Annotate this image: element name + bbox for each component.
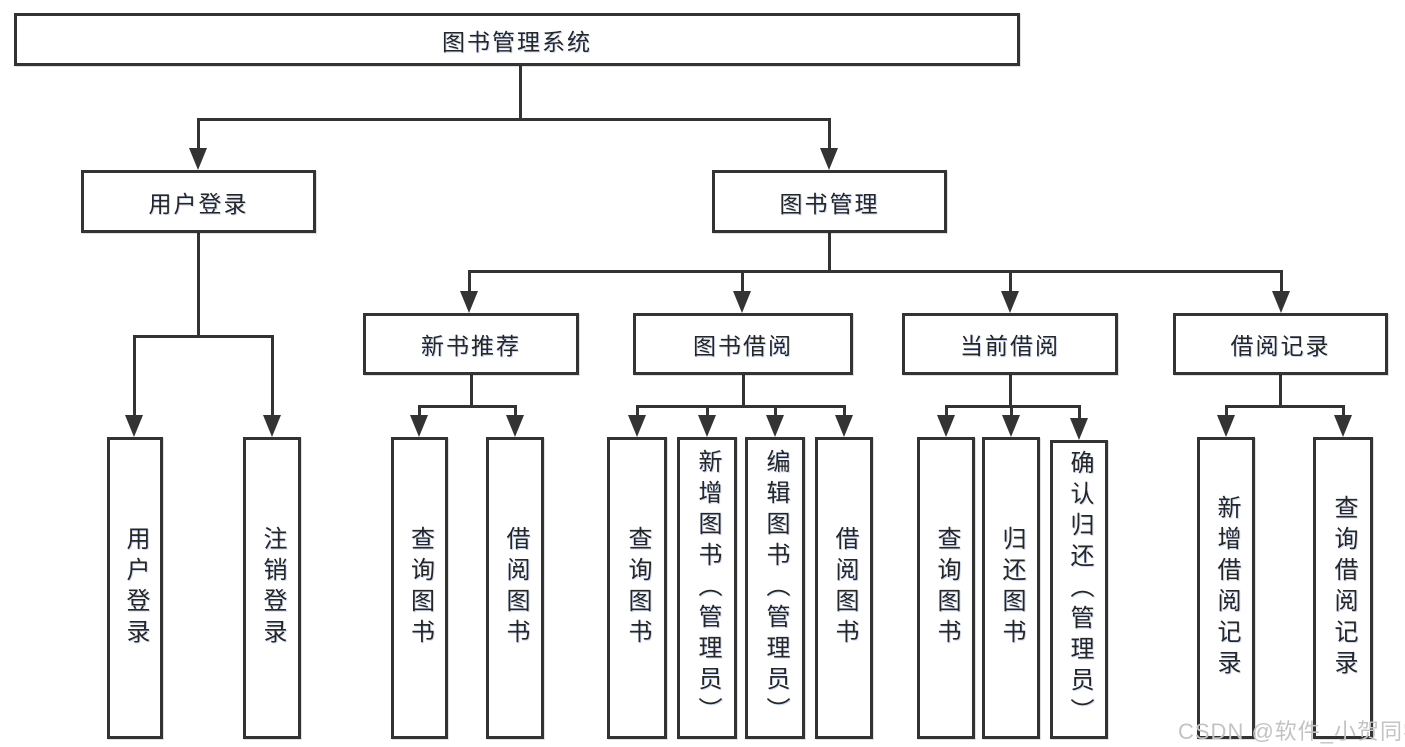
connector-line xyxy=(741,270,744,293)
node-label: 新书推荐 xyxy=(421,333,521,359)
arrow-down-icon xyxy=(1001,291,1019,313)
arrow-down-icon xyxy=(460,291,478,313)
connector-line xyxy=(514,405,517,418)
node-label: 借阅记录 xyxy=(1230,333,1331,359)
connector-line xyxy=(636,405,639,418)
connector-line xyxy=(197,233,200,337)
leaf-add-book-admin: 新增图书（管理员） xyxy=(677,437,737,739)
node-borrowing-records: 借阅记录 xyxy=(1173,313,1388,375)
connector-line xyxy=(519,66,522,121)
connector-line xyxy=(418,405,421,418)
arrow-down-icon xyxy=(698,415,716,437)
arrow-down-icon xyxy=(937,415,955,437)
connector-line xyxy=(1279,375,1282,407)
node-label: 查询图书 xyxy=(406,526,434,650)
leaf-user-login: 用户登录 xyxy=(107,437,163,739)
node-label: 图书管理系统 xyxy=(442,28,592,55)
connector-line xyxy=(945,405,1081,408)
leaf-query-borrow-record: 查询借阅记录 xyxy=(1313,437,1373,739)
arrow-down-icon xyxy=(1217,415,1235,437)
connector-line xyxy=(843,405,846,418)
node-new-book-recommend: 新书推荐 xyxy=(363,313,579,375)
node-book-management: 图书管理 xyxy=(712,170,947,233)
connector-line xyxy=(469,270,1282,273)
node-label: 当前借阅 xyxy=(960,333,1060,359)
leaf-confirm-return-admin: 确认归还（管理员） xyxy=(1050,440,1108,739)
connector-line xyxy=(706,405,709,418)
arrow-down-icon xyxy=(628,415,646,437)
leaf-query-books-recommend: 查询图书 xyxy=(391,437,448,739)
arrow-down-icon xyxy=(263,415,281,437)
connector-line xyxy=(470,375,473,407)
node-label: 归还图书 xyxy=(998,526,1025,650)
node-book-borrowing: 图书借阅 xyxy=(633,313,853,375)
node-label: 新增借阅记录 xyxy=(1213,495,1240,681)
node-library-management-system: 图书管理系统 xyxy=(14,13,1020,66)
connector-line xyxy=(774,405,777,418)
node-label: 新增图书（管理员） xyxy=(694,448,721,728)
connector-line xyxy=(197,118,831,121)
connector-line xyxy=(134,335,274,338)
connector-line xyxy=(197,118,200,152)
arrow-down-icon xyxy=(189,148,207,170)
arrow-down-icon xyxy=(835,415,853,437)
node-label: 查询图书 xyxy=(933,526,960,650)
connector-line xyxy=(1225,405,1345,408)
arrow-down-icon xyxy=(1070,418,1088,440)
connector-line xyxy=(1342,405,1345,418)
connector-line xyxy=(133,335,136,417)
connector-line xyxy=(271,335,274,417)
arrow-down-icon xyxy=(506,415,524,437)
leaf-edit-book-admin: 编辑图书（管理员） xyxy=(745,437,805,739)
node-label: 图书管理 xyxy=(779,190,880,217)
node-label: 查询图书 xyxy=(624,526,651,650)
csdn-watermark: CSDN @软件_小贺同学 xyxy=(1178,719,1405,744)
connector-line xyxy=(1078,405,1081,421)
connector-line xyxy=(945,405,948,418)
connector-line xyxy=(828,233,831,273)
connector-line xyxy=(468,270,471,293)
leaf-add-borrow-record: 新增借阅记录 xyxy=(1197,437,1255,739)
connector-line xyxy=(636,405,846,408)
node-label: 图书借阅 xyxy=(693,333,793,359)
node-current-borrowing: 当前借阅 xyxy=(902,313,1118,375)
connector-line xyxy=(1009,375,1012,407)
connector-line xyxy=(1280,270,1283,293)
arrow-down-icon xyxy=(766,415,784,437)
leaf-return-books: 归还图书 xyxy=(982,437,1040,739)
node-label: 借阅图书 xyxy=(502,526,529,650)
arrow-down-icon xyxy=(410,415,428,437)
node-label: 借阅图书 xyxy=(831,526,858,650)
leaf-query-books-current: 查询图书 xyxy=(917,437,975,739)
connector-line xyxy=(1010,405,1013,418)
arrow-down-icon xyxy=(1334,415,1352,437)
leaf-borrow-books-recommend: 借阅图书 xyxy=(486,437,544,739)
node-user-login: 用户登录 xyxy=(81,170,316,233)
leaf-borrow-books: 借阅图书 xyxy=(815,437,873,739)
connector-line xyxy=(1225,405,1228,418)
arrow-down-icon xyxy=(733,291,751,313)
arrow-down-icon xyxy=(1272,291,1290,313)
node-label: 编辑图书（管理员） xyxy=(762,448,789,728)
connector-line xyxy=(828,118,831,152)
node-label: 注销登录 xyxy=(259,526,286,650)
arrow-down-icon xyxy=(820,148,838,170)
node-label: 用户登录 xyxy=(122,526,149,650)
node-label: 确认归还（管理员） xyxy=(1066,450,1093,729)
connector-line xyxy=(742,375,745,407)
connector-line xyxy=(1009,270,1012,293)
connector-line xyxy=(418,405,517,408)
leaf-logout: 注销登录 xyxy=(243,437,301,739)
arrow-down-icon xyxy=(125,415,143,437)
arrow-down-icon xyxy=(1002,415,1020,437)
node-label: 用户登录 xyxy=(148,190,249,217)
node-label: 查询借阅记录 xyxy=(1330,495,1357,681)
leaf-query-books-borrow: 查询图书 xyxy=(607,437,667,739)
